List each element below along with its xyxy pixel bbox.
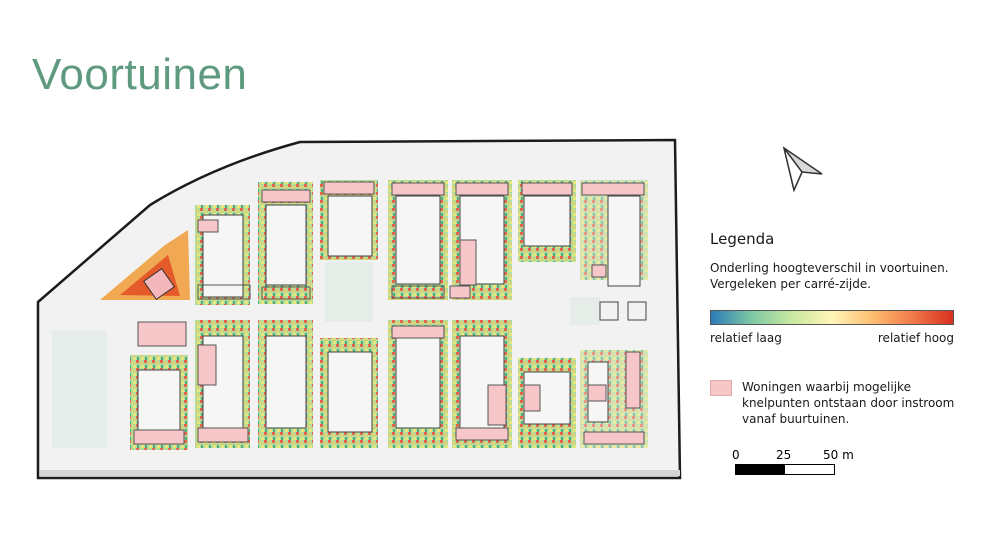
scale-tick-50: 50 m (823, 448, 854, 462)
block (130, 355, 188, 450)
street (40, 470, 680, 476)
scale-tick-0: 0 (732, 448, 740, 462)
height-gradient-bar (710, 310, 954, 325)
block (195, 320, 250, 448)
legend-description: Onderling hoogteverschil in voortuinen. … (710, 261, 949, 291)
flagged-house (137, 321, 187, 347)
gradient-low-label: relatief laag (710, 331, 782, 345)
legend: Legenda Onderling hoogteverschil in voor… (710, 230, 970, 427)
green-area (52, 330, 107, 448)
gradient-high-label: relatief hoog (877, 331, 954, 345)
block (580, 350, 648, 448)
legend-heading: Legenda (710, 230, 775, 248)
block (388, 180, 448, 300)
block (258, 320, 313, 448)
block (518, 358, 576, 448)
block (580, 180, 648, 287)
block (388, 320, 448, 448)
green-area (570, 297, 600, 325)
block (258, 182, 313, 304)
green-area (325, 262, 373, 322)
north-arrow-icon (782, 146, 823, 193)
block (518, 180, 576, 262)
block (320, 338, 378, 448)
scale-tick-25: 25 (776, 448, 792, 462)
block (195, 205, 251, 305)
block (449, 180, 512, 300)
scale-bar: 0 25 50 m (732, 448, 855, 475)
flagged-house-swatch (710, 380, 732, 396)
block (452, 320, 512, 448)
block (320, 180, 378, 260)
flagged-house-label: Woningen waarbij mogelijke knelpunten on… (742, 380, 955, 426)
page-title: Voortuinen (32, 50, 248, 99)
